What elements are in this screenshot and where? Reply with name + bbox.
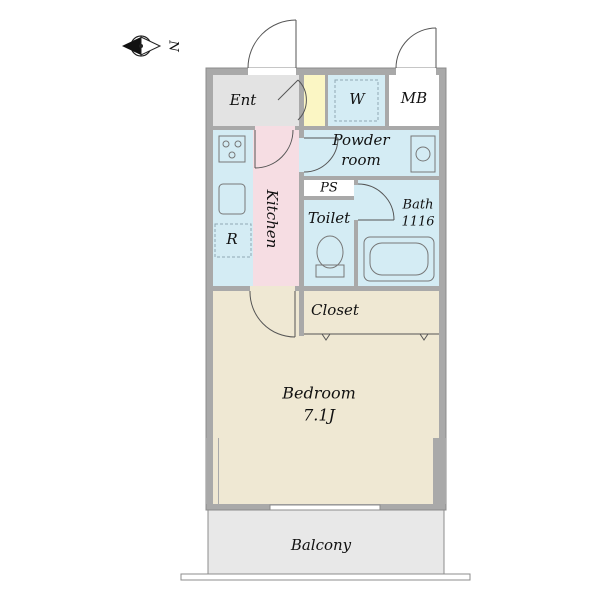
meter-box xyxy=(389,75,439,126)
storage-strip-entry xyxy=(304,75,325,126)
interior-wall xyxy=(299,75,304,291)
label-bath-2: 1116 xyxy=(401,215,434,230)
sink-icon xyxy=(218,183,246,215)
entrance-door-icon xyxy=(247,19,297,69)
bedroom-floor xyxy=(213,291,439,504)
label-pipe-space: PS xyxy=(319,181,338,196)
bedroom-floor-notch xyxy=(213,438,218,504)
label-kitchen: Kitchen xyxy=(263,189,281,249)
label-closet: Closet xyxy=(311,301,360,319)
pipe-space xyxy=(304,180,354,196)
washbasin-icon xyxy=(410,135,436,173)
stove-burner xyxy=(234,140,242,148)
stove-icon xyxy=(218,135,246,163)
balcony-floor xyxy=(207,509,445,575)
door-gap xyxy=(354,185,358,220)
balcony-window xyxy=(269,504,381,511)
interior-wall xyxy=(385,75,389,126)
label-bedroom-1: Bedroom xyxy=(281,384,356,403)
door-gap xyxy=(299,138,304,172)
interior-wall xyxy=(304,196,358,200)
door-gap xyxy=(250,286,295,291)
stove-burner xyxy=(222,140,230,148)
toilet-icon xyxy=(315,235,345,278)
label-toilet: Toilet xyxy=(308,209,351,227)
kitchen-door-icon xyxy=(254,129,294,169)
label-bedroom-2: 7.1J xyxy=(303,406,336,425)
closet-door-markers xyxy=(304,333,439,341)
entrance-door-gap xyxy=(248,68,296,75)
label-bath-1: Bath xyxy=(402,198,434,213)
meter-box-door-icon xyxy=(395,27,437,69)
label-refrigerator: R xyxy=(225,230,237,248)
label-powder-room-2: room xyxy=(341,151,380,169)
bath-door-icon xyxy=(357,183,395,221)
label-powder-room-1: Powder xyxy=(331,131,390,149)
interior-wall xyxy=(325,75,328,126)
label-entrance: Ent xyxy=(229,91,258,109)
bedroom-wall-stub xyxy=(299,291,304,336)
balcony-railing xyxy=(180,573,471,581)
north-arrow-icon xyxy=(122,35,162,57)
interior-wall xyxy=(354,180,358,286)
interior-wall xyxy=(304,176,439,180)
refrigerator-box xyxy=(214,223,252,258)
washer-space xyxy=(328,75,385,126)
bath-floor xyxy=(358,180,439,286)
bathtub-icon xyxy=(363,236,435,282)
label-meter-box: MB xyxy=(400,89,427,107)
kitchen-counter xyxy=(213,130,253,286)
interior-wall xyxy=(213,286,439,291)
label-balcony: Balcony xyxy=(290,536,352,554)
door-gap xyxy=(255,126,295,130)
washer-pan xyxy=(334,79,379,122)
toilet-floor xyxy=(304,200,354,286)
stove-burner xyxy=(228,151,236,159)
powder-room-door-icon xyxy=(303,137,339,173)
bedroom-wall-right xyxy=(433,438,446,504)
interior-wall xyxy=(213,126,439,130)
entrance-floor xyxy=(213,75,299,126)
label-washer: W xyxy=(349,90,366,108)
entry-inner-door-icon xyxy=(277,79,307,121)
bedroom-door-icon xyxy=(249,290,296,338)
north-label: N xyxy=(166,39,181,52)
meter-door-gap xyxy=(396,68,436,75)
